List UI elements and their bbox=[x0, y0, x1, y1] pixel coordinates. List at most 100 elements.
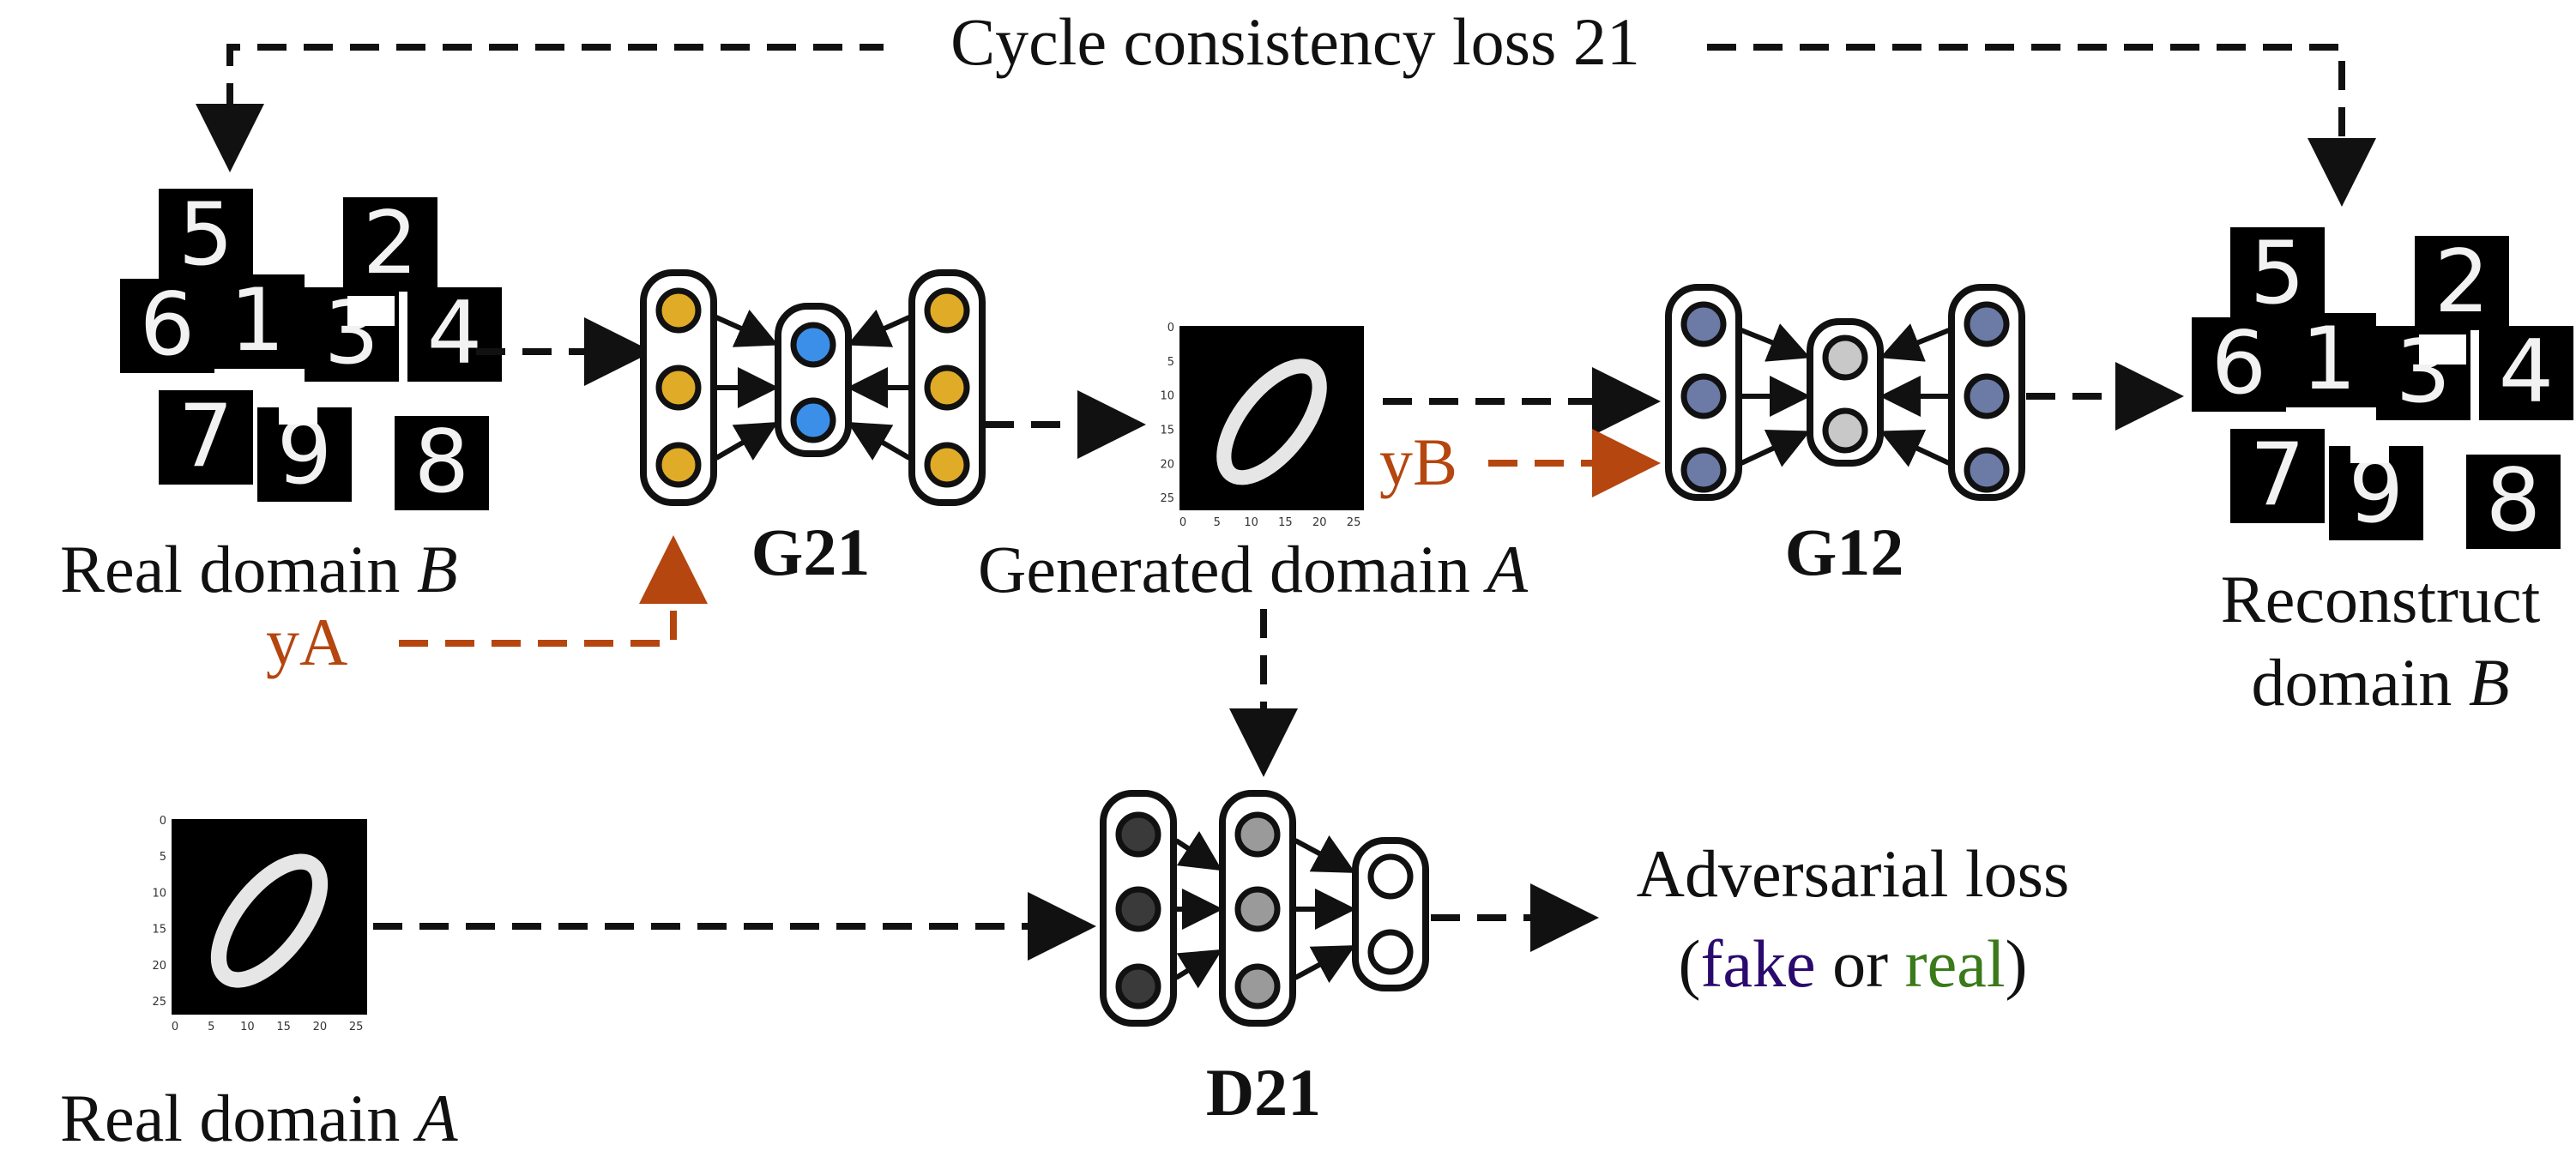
x-tick-label: 0 bbox=[1179, 516, 1186, 529]
y-tick-label: 25 bbox=[1160, 492, 1174, 505]
digit-glyph: 2 bbox=[363, 192, 418, 293]
adversarial-loss-label: Adversarial loss bbox=[1637, 836, 2070, 911]
digit-glyph: 8 bbox=[2486, 449, 2541, 551]
x-tick-label: 10 bbox=[1244, 516, 1258, 529]
adversarial-loss-options: (fake or real) bbox=[1678, 926, 2027, 1001]
reconstruct-label-line2: domain B bbox=[2251, 645, 2509, 720]
y-tick-label: 0 bbox=[160, 815, 166, 828]
x-tick-label: 10 bbox=[240, 1021, 255, 1033]
digit-tile: 8 bbox=[395, 411, 489, 512]
digit-tile: 5 bbox=[159, 184, 253, 285]
generated-domain-a-label: Generated domain A bbox=[978, 532, 1528, 606]
y-tick-label: 25 bbox=[152, 996, 166, 1009]
g21-node bbox=[790, 397, 836, 443]
plot-frame bbox=[1179, 326, 1364, 510]
y-tick-label: 20 bbox=[1160, 458, 1174, 471]
d21-network bbox=[1100, 790, 1429, 1027]
y-tick-label: 5 bbox=[160, 851, 166, 864]
g21-label: G21 bbox=[751, 515, 871, 589]
x-tick-label: 25 bbox=[1347, 516, 1361, 529]
digit-glyph: 6 bbox=[2211, 312, 2266, 413]
g12-label: G12 bbox=[1785, 515, 1904, 589]
digit-glyph: 1 bbox=[230, 269, 285, 371]
digit-glyph: 4 bbox=[427, 282, 482, 383]
x-tick-label: 25 bbox=[349, 1021, 364, 1033]
g12-node bbox=[1964, 301, 2010, 347]
g21-node bbox=[655, 365, 702, 411]
digit-glyph: 4 bbox=[2499, 321, 2554, 422]
digit-glyph: 5 bbox=[178, 184, 233, 285]
generated-domain-a-image: 0 5 10 15 20 25 0 5 10 15 20 25 bbox=[1160, 322, 1364, 529]
y-tick-label: 15 bbox=[1160, 424, 1174, 437]
digit-glyph: 7 bbox=[178, 385, 233, 486]
d21-node bbox=[1367, 929, 1414, 975]
digit-tile: 4 bbox=[2479, 321, 2573, 422]
g21-node bbox=[924, 365, 970, 411]
g21-node bbox=[655, 442, 702, 488]
y-tick-label: 5 bbox=[1167, 356, 1174, 369]
digit-glyph: 1 bbox=[2302, 308, 2356, 409]
g21-node bbox=[924, 442, 970, 488]
d21-node bbox=[1115, 963, 1161, 1009]
d21-node bbox=[1234, 811, 1281, 858]
x-tick-label: 15 bbox=[1278, 516, 1293, 529]
g21-node bbox=[655, 287, 702, 334]
x-tick-label: 5 bbox=[1214, 516, 1221, 529]
y-tick-label: 15 bbox=[152, 924, 166, 937]
digit-glyph: 7 bbox=[2250, 424, 2305, 525]
digit-tile: 7 bbox=[2230, 424, 2325, 525]
ya-label: yA bbox=[266, 605, 347, 679]
digit-tile: 6 bbox=[2192, 312, 2286, 413]
cycle-loss-title: Cycle consistency loss 21 bbox=[950, 4, 1640, 79]
d21-node bbox=[1234, 886, 1281, 932]
g21-node bbox=[790, 322, 836, 368]
y-tick-label: 10 bbox=[1160, 390, 1174, 403]
x-tick-label: 5 bbox=[208, 1021, 214, 1033]
digit-tile: 2 bbox=[2415, 231, 2509, 332]
d21-node bbox=[1234, 963, 1281, 1009]
g21-network bbox=[640, 269, 986, 506]
g12-node bbox=[1964, 447, 2010, 493]
digit-tile: 2 bbox=[343, 192, 437, 293]
y-tick-label: 0 bbox=[1167, 322, 1174, 334]
digit-tile: 9 bbox=[257, 402, 352, 503]
digit-tile: 4 bbox=[407, 282, 502, 383]
g12-node bbox=[1680, 373, 1727, 419]
digit-glyph: 6 bbox=[140, 274, 195, 375]
plot-frame bbox=[172, 819, 367, 1015]
cycle-consistency-loop bbox=[196, 44, 2376, 207]
y-tick-label: 20 bbox=[152, 960, 166, 973]
g12-network bbox=[1665, 284, 2025, 501]
d21-node bbox=[1115, 811, 1161, 858]
x-tick-label: 20 bbox=[1312, 516, 1327, 529]
d21-node bbox=[1115, 886, 1161, 932]
digit-tile: 5 bbox=[2230, 222, 2325, 323]
x-tick-label: 20 bbox=[313, 1021, 328, 1033]
g12-node bbox=[1964, 373, 2010, 419]
digit-tile: 1 bbox=[2282, 308, 2376, 409]
digit-zero-stroke bbox=[210, 853, 329, 988]
digit-tile: 8 bbox=[2466, 449, 2561, 551]
digit-glyph: 2 bbox=[2434, 231, 2489, 332]
g21-node bbox=[924, 287, 970, 334]
digit-glyph: 8 bbox=[414, 411, 469, 512]
digit-tile: 7 bbox=[159, 385, 253, 486]
real-domain-a-label: Real domain A bbox=[60, 1081, 458, 1155]
real-domain-b-label: Real domain B bbox=[60, 532, 458, 606]
g12-node bbox=[1680, 447, 1727, 493]
g12-node bbox=[1822, 407, 1868, 454]
digit-glyph: 5 bbox=[2250, 222, 2305, 323]
x-tick-label: 15 bbox=[276, 1021, 291, 1033]
x-tick-label: 0 bbox=[172, 1021, 178, 1033]
y-tick-label: 10 bbox=[152, 887, 166, 900]
digit-tile: 1 bbox=[210, 269, 305, 371]
g12-node bbox=[1680, 301, 1727, 347]
reconstruct-label-line1: Reconstruct bbox=[2221, 562, 2541, 636]
digit-tile: 6 bbox=[120, 274, 214, 375]
d21-label: D21 bbox=[1206, 1055, 1321, 1130]
yb-label: yB bbox=[1379, 425, 1457, 499]
real-domain-a-image: 0 5 10 15 20 25 0 5 10 15 20 25 bbox=[152, 815, 367, 1033]
